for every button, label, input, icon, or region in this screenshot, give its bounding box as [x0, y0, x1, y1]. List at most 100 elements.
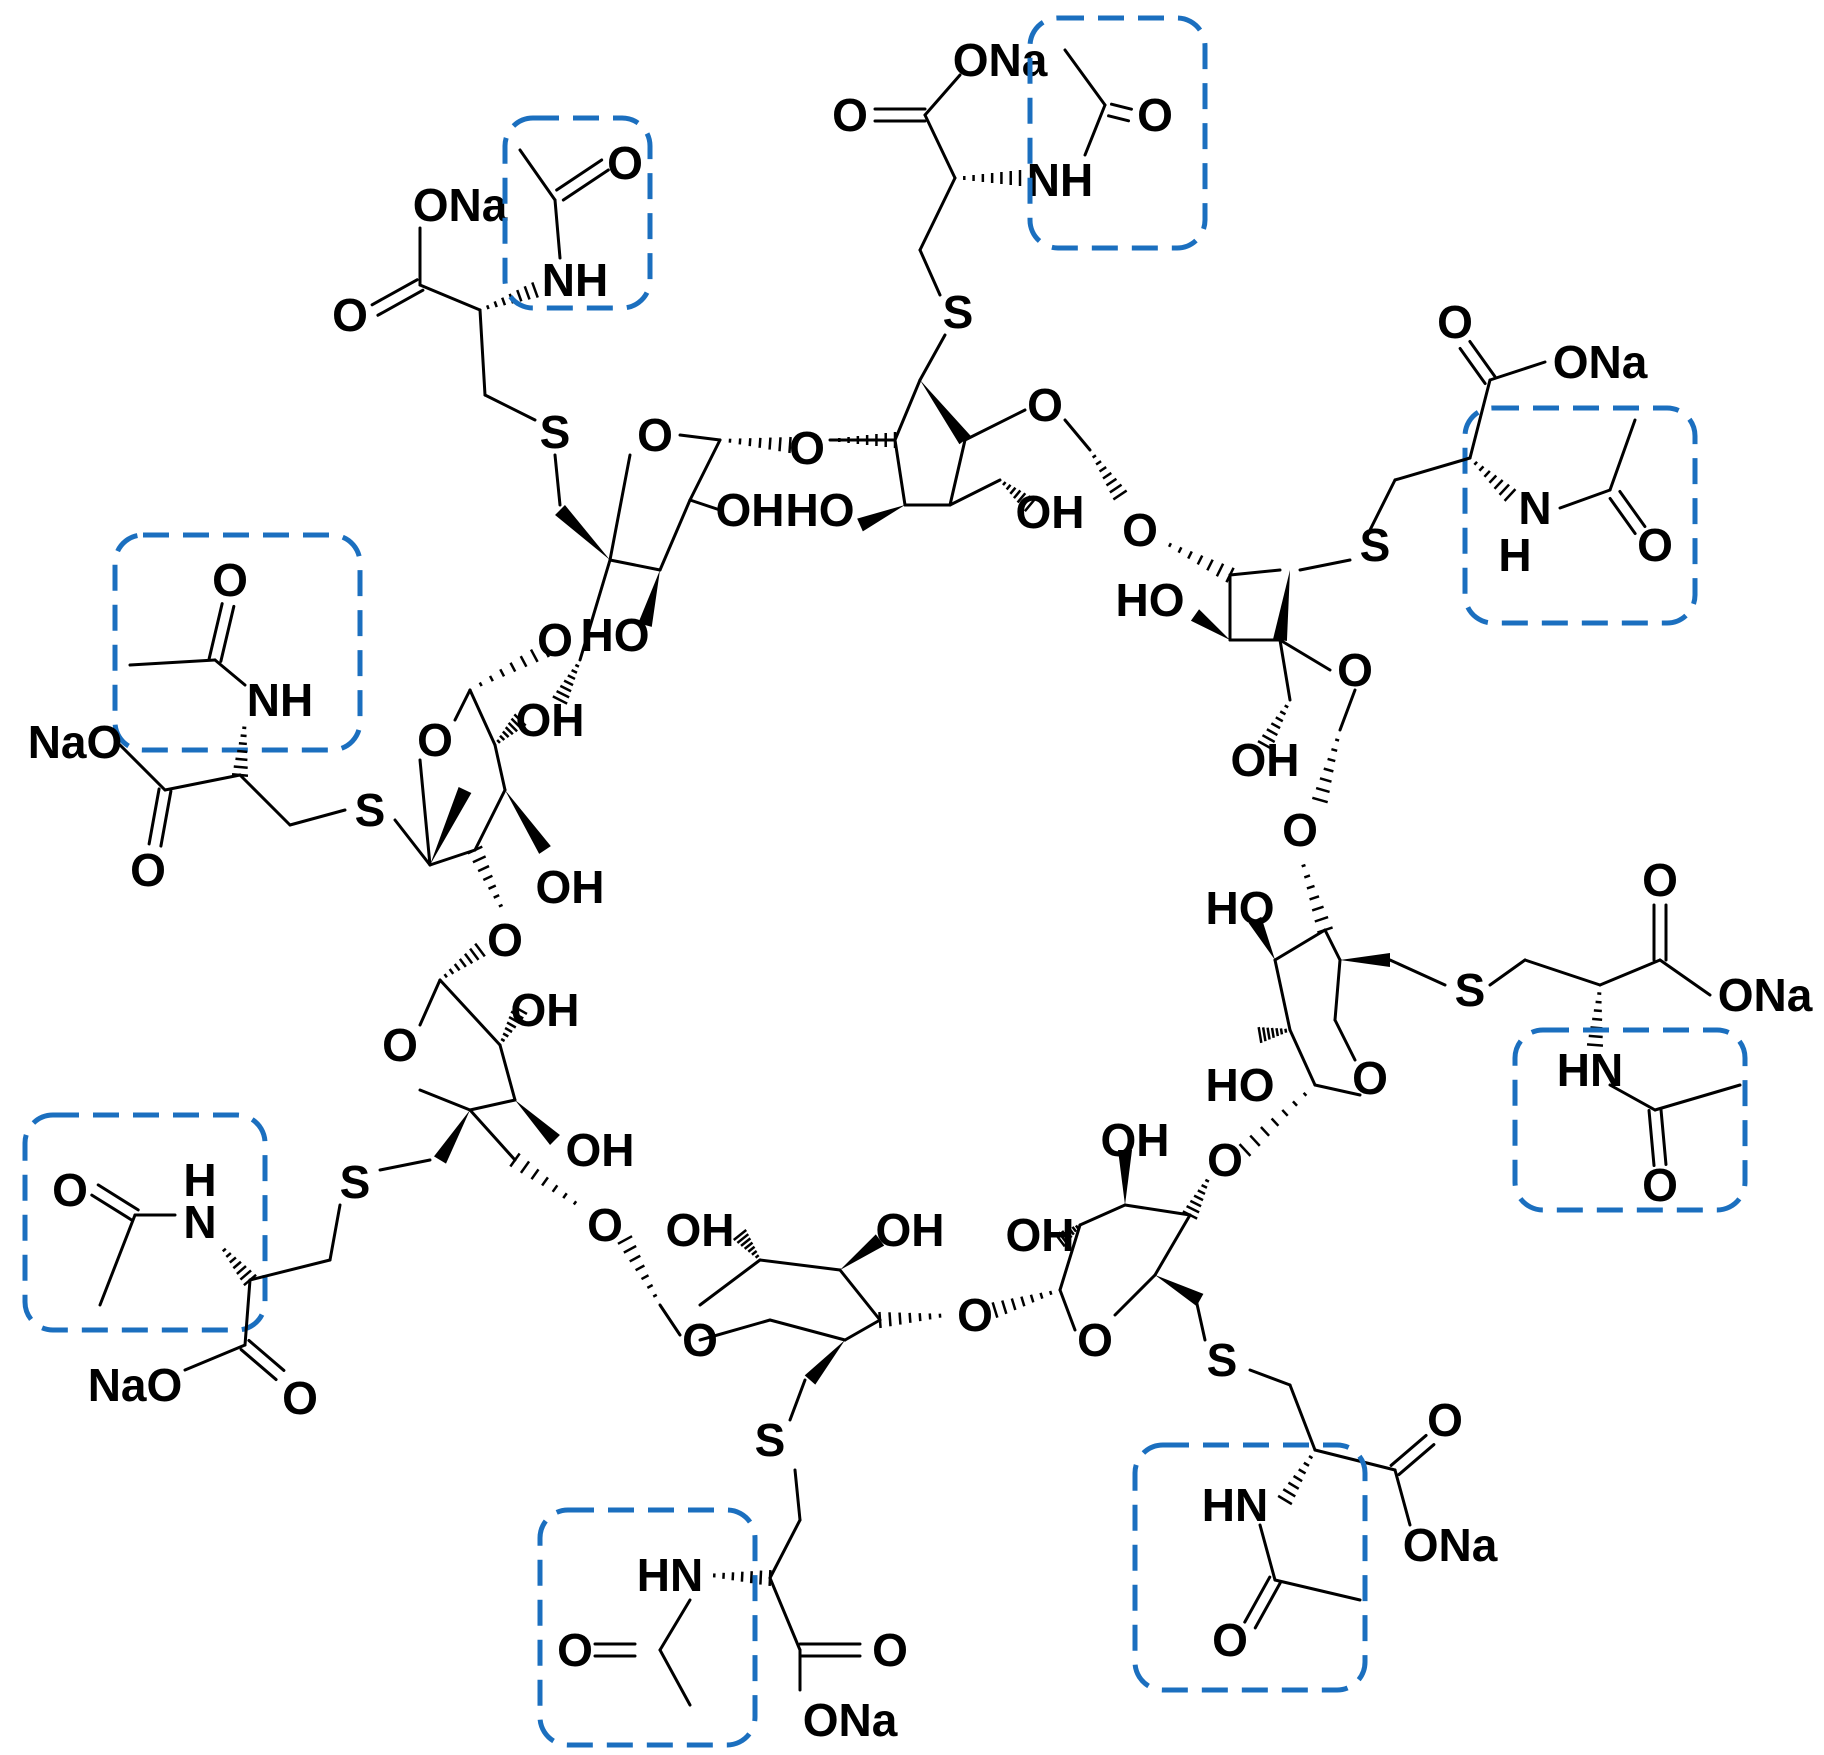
hash-bond [1238, 1091, 1308, 1157]
sodium-carboxylate-label: ONa [413, 179, 508, 231]
sodium-carboxylate-label: ONa [1718, 969, 1813, 1021]
carbonyl-oxygen-label: O [1637, 519, 1673, 571]
hash-bond [1301, 863, 1333, 934]
sodium-carboxylate-label: ONa [953, 34, 1048, 86]
ring-oxygen-label: O [682, 1314, 718, 1366]
sulfur-label: S [1360, 519, 1391, 571]
bond [183, 1343, 247, 1372]
bond [688, 498, 722, 512]
bond [658, 498, 692, 572]
acetyl-highlight-box-right [1512, 1027, 1748, 1213]
bond [1248, 1368, 1292, 1387]
bond [1058, 1288, 1077, 1332]
amine-h-label: H [1498, 529, 1531, 581]
wedge-bond [1340, 953, 1390, 967]
sulfur-label: S [355, 784, 386, 836]
bond [483, 393, 537, 422]
bond [1273, 958, 1292, 1032]
hydroxyl-label: HO [1206, 882, 1275, 934]
bond [418, 978, 442, 1027]
hydroxyl-label: OH [1231, 734, 1300, 786]
bond [1368, 478, 1397, 532]
carbonyl-oxygen-label: O [52, 1164, 88, 1216]
bond [1113, 1273, 1157, 1317]
hash-bond [1002, 481, 1037, 512]
hash-bond [963, 170, 1022, 186]
double-bond [96, 1183, 140, 1212]
hydroxyl-label: HO [581, 609, 650, 661]
hash-bond [1473, 460, 1517, 502]
ring-oxygen-label: O [1077, 1314, 1113, 1366]
bond [658, 1648, 692, 1707]
double-bond [555, 158, 604, 192]
bond [163, 773, 242, 792]
carbonyl-oxygen-label: O [1427, 1394, 1463, 1446]
wedge-bond [804, 1340, 845, 1385]
bond [238, 773, 292, 827]
bond [1388, 958, 1447, 987]
bond [1608, 1083, 1657, 1112]
hydroxyl-label: OH [516, 694, 585, 746]
hash-bond [617, 1235, 658, 1298]
ring-oxygen-label: O [1027, 379, 1063, 431]
bond [1288, 1383, 1317, 1452]
ring-oxygen-label: O [637, 409, 673, 461]
bond [923, 113, 957, 180]
bond [438, 978, 502, 1047]
bond [758, 1258, 842, 1272]
hash-bond [838, 432, 897, 448]
hash-bond [231, 726, 249, 777]
amine-label: HN [637, 1549, 703, 1601]
hash-bond [732, 1229, 760, 1259]
double-bond [1253, 1581, 1282, 1630]
bond [1468, 378, 1492, 460]
bond [248, 1258, 332, 1282]
bond [1063, 48, 1107, 107]
bond [1313, 1083, 1362, 1097]
acetyl-highlight-box-lower-right [1132, 1442, 1368, 1693]
bond [553, 453, 562, 507]
bond [518, 148, 557, 202]
bond [98, 1213, 137, 1307]
double-bond [1397, 1443, 1436, 1477]
hydroxyl-label: HO [786, 484, 855, 536]
hydroxyl-label: OH [716, 484, 785, 536]
hydroxyl-label: OH [536, 861, 605, 913]
hash-bond [878, 1311, 942, 1329]
bond [328, 1203, 342, 1262]
bond [478, 308, 487, 397]
bond [468, 1098, 517, 1112]
double-bond [207, 602, 224, 661]
hydroxyl-label: OH [1006, 1209, 1075, 1261]
carbonyl-oxygen-label: O [1642, 1159, 1678, 1211]
bond [1393, 1468, 1412, 1527]
bond [378, 1158, 432, 1172]
double-bond [376, 288, 425, 317]
bond [1658, 958, 1712, 997]
hash-bond [1054, 1224, 1080, 1248]
bond [1598, 958, 1662, 987]
amine-label: N [1518, 482, 1551, 534]
wedge-bond [1155, 1275, 1204, 1307]
bond [1333, 1018, 1357, 1062]
hash-bond [1091, 454, 1128, 501]
bond [578, 558, 612, 662]
bond [1333, 958, 1342, 1022]
double-bond [247, 1338, 286, 1372]
double-bond [90, 1193, 134, 1222]
bond [923, 73, 962, 117]
hash-bond [467, 845, 504, 908]
bond [948, 438, 967, 507]
bond [1298, 558, 1352, 572]
bond [1278, 638, 1332, 672]
acetyl-highlight-box-upper-right [1462, 405, 1698, 626]
bond [658, 1598, 692, 1652]
bond [468, 1108, 517, 1162]
wedge-bond [505, 790, 551, 854]
carbonyl-oxygen-label: O [607, 137, 643, 189]
bond [918, 176, 957, 252]
hash-bond [1586, 992, 1604, 1047]
double-bond [219, 604, 236, 663]
carbonyl-oxygen-label: O [1137, 89, 1173, 141]
hash-bond [500, 1004, 528, 1043]
